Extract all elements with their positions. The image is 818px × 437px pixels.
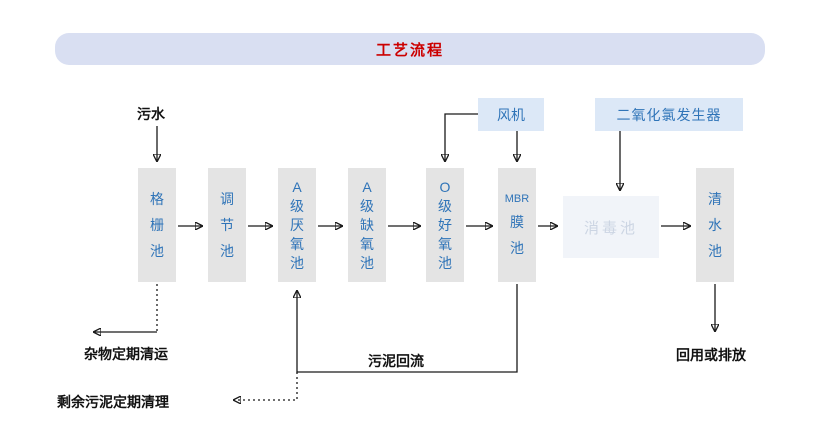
arrow-excess-sludge: [233, 372, 298, 400]
process-step-grid-tank: 格栅池: [138, 168, 176, 282]
fan-box: 风机: [478, 98, 544, 131]
sludge-return-label: 污泥回流: [368, 353, 424, 369]
effluent-label: 回用或排放: [676, 347, 746, 363]
debris-removal-label: 杂物定期清运: [84, 346, 168, 362]
process-step-disinfection-tank: 消毒池: [563, 196, 659, 258]
arrow-fan-to-aerobic: [445, 113, 478, 162]
excess-sludge-label: 剩余污泥定期清理: [57, 394, 169, 410]
process-step-clearwater-tank: 清水池: [696, 168, 734, 282]
page-title: 工艺流程: [375, 41, 444, 59]
chlorine-dioxide-generator-box: 二氧化氯发生器: [595, 98, 743, 131]
title-banner: 工艺流程: [55, 33, 765, 65]
process-step-regulating-tank: 调节池: [208, 168, 246, 282]
influent-label: 污水: [137, 106, 165, 122]
